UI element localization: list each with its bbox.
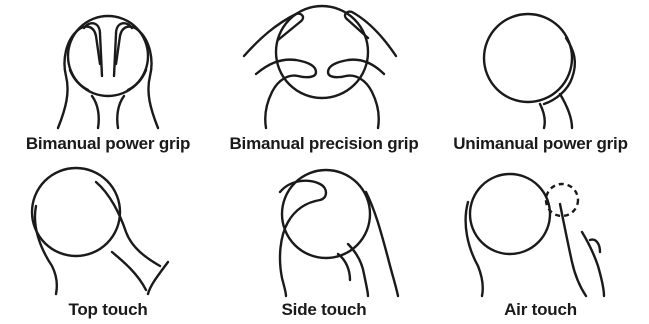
hand-wrist-left — [540, 104, 545, 128]
panel-unimanual-power-grip: Unimanual power grip — [432, 0, 649, 162]
panel-bimanual-power-grip: Bimanual power grip — [0, 0, 216, 162]
right-hand-outer — [366, 192, 398, 296]
ball-shape — [32, 168, 120, 256]
caption-top-touch: Top touch — [0, 300, 216, 320]
touching-hand-lower — [112, 252, 146, 290]
pointing-hand-back — [582, 232, 604, 296]
touching-wrist — [148, 262, 168, 294]
panel-side-touch: Side touch — [216, 162, 432, 324]
caption-air-touch: Air touch — [432, 300, 649, 320]
touching-knuckle — [338, 254, 350, 280]
panel-bimanual-precision-grip: Bimanual precision grip — [216, 0, 432, 162]
pointing-finger — [560, 204, 586, 296]
left-wrist-line — [92, 96, 99, 128]
caption-side-touch: Side touch — [216, 300, 432, 320]
caption-bimanual-power-grip: Bimanual power grip — [0, 134, 216, 154]
ball-shape — [484, 14, 572, 102]
touching-finger — [348, 244, 368, 296]
caption-unimanual-power-grip: Unimanual power grip — [432, 134, 649, 154]
hand-wrist-right — [560, 94, 572, 128]
caption-bimanual-precision-grip: Bimanual precision grip — [216, 134, 432, 154]
right-wrist-line — [117, 96, 124, 128]
ball-shape — [470, 174, 550, 254]
panel-air-touch: Air touch — [432, 162, 649, 324]
panel-top-touch: Top touch — [0, 162, 216, 324]
ball-shape — [276, 6, 368, 98]
